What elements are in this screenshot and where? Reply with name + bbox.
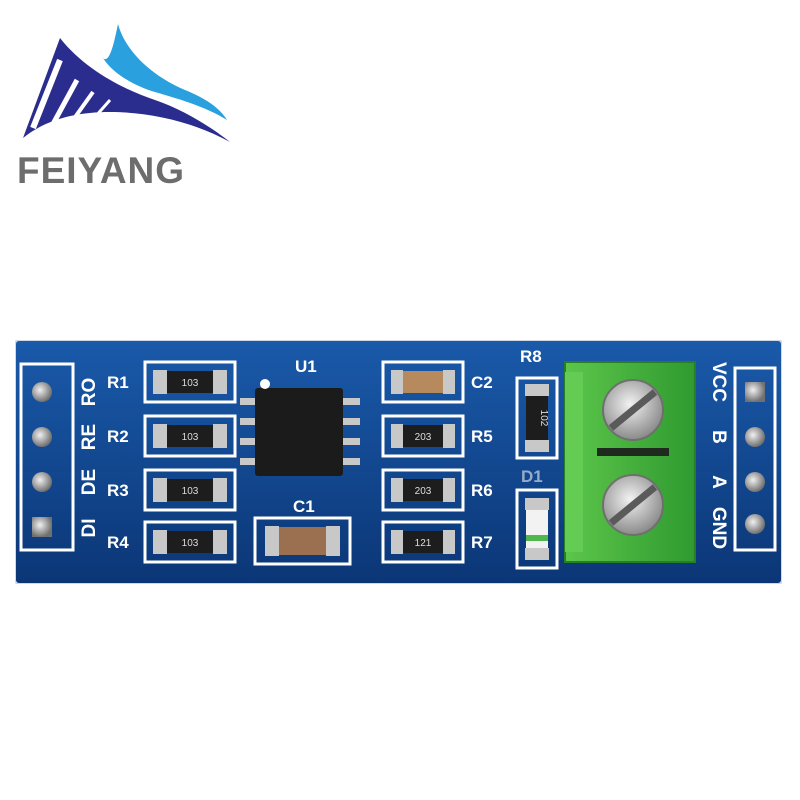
resistor-code: 203 bbox=[415, 432, 432, 443]
resistor-code: 103 bbox=[182, 486, 199, 497]
label-r2: R2 bbox=[107, 427, 129, 446]
resistor-r6: 203 bbox=[381, 468, 465, 512]
logo-dark-wedge-icon bbox=[23, 38, 230, 142]
resistor-r2: 103 bbox=[143, 414, 237, 458]
led-d1 bbox=[515, 488, 559, 570]
resistor-r5: 203 bbox=[381, 414, 465, 458]
resistor-code: 103 bbox=[182, 538, 199, 549]
brand-name: FEIYANG bbox=[17, 150, 186, 191]
resistor-r1: 103 bbox=[143, 360, 237, 404]
header-pin bbox=[745, 472, 765, 492]
pin-label-ro: RO bbox=[79, 378, 100, 407]
chip-u1 bbox=[240, 379, 360, 476]
label-r6: R6 bbox=[471, 481, 493, 500]
feiyang-logo bbox=[23, 24, 230, 142]
label-r4: R4 bbox=[107, 533, 129, 552]
rs485-module-board: RO RE DE DI R1 R2 R3 R4 103 103 103 103 … bbox=[15, 340, 782, 584]
resistor-code: 103 bbox=[182, 378, 199, 389]
label-d1: D1 bbox=[521, 467, 543, 486]
resistor-code: 102 bbox=[538, 410, 549, 427]
pin-label-gnd: GND bbox=[708, 507, 729, 549]
right-pin-header bbox=[733, 366, 777, 552]
pin-label-di: DI bbox=[79, 519, 100, 538]
label-r8: R8 bbox=[520, 347, 542, 366]
label-r7: R7 bbox=[471, 533, 493, 552]
header-pin bbox=[32, 382, 52, 402]
screw-terminal bbox=[564, 361, 696, 563]
pin-label-a: A bbox=[708, 475, 729, 489]
resistor-r7: 121 bbox=[381, 520, 465, 564]
left-pin-header bbox=[19, 362, 75, 552]
header-pin-square bbox=[32, 517, 52, 537]
label-c2: C2 bbox=[471, 373, 493, 392]
header-pin bbox=[32, 427, 52, 447]
resistor-code: 121 bbox=[415, 538, 432, 549]
capacitor-c2 bbox=[381, 360, 465, 404]
header-pin-square bbox=[745, 382, 765, 402]
header-pin bbox=[745, 427, 765, 447]
pin-label-re: RE bbox=[79, 424, 100, 450]
label-r1: R1 bbox=[107, 373, 129, 392]
resistor-code: 203 bbox=[415, 486, 432, 497]
capacitor-c1 bbox=[253, 516, 352, 566]
resistor-r3: 103 bbox=[143, 468, 237, 512]
label-u1: U1 bbox=[295, 357, 317, 376]
label-c1: C1 bbox=[293, 497, 315, 516]
resistor-r4: 103 bbox=[143, 520, 237, 564]
header-pin bbox=[32, 472, 52, 492]
label-r5: R5 bbox=[471, 427, 493, 446]
resistor-r8: 102 bbox=[515, 376, 559, 460]
resistor-code: 103 bbox=[182, 432, 199, 443]
pin-label-de: DE bbox=[79, 469, 100, 495]
header-pin bbox=[745, 514, 765, 534]
label-r3: R3 bbox=[107, 481, 129, 500]
logo-light-wave-icon bbox=[103, 24, 227, 120]
pin-label-vcc: VCC bbox=[708, 362, 729, 402]
pin-label-b: B bbox=[708, 430, 729, 444]
